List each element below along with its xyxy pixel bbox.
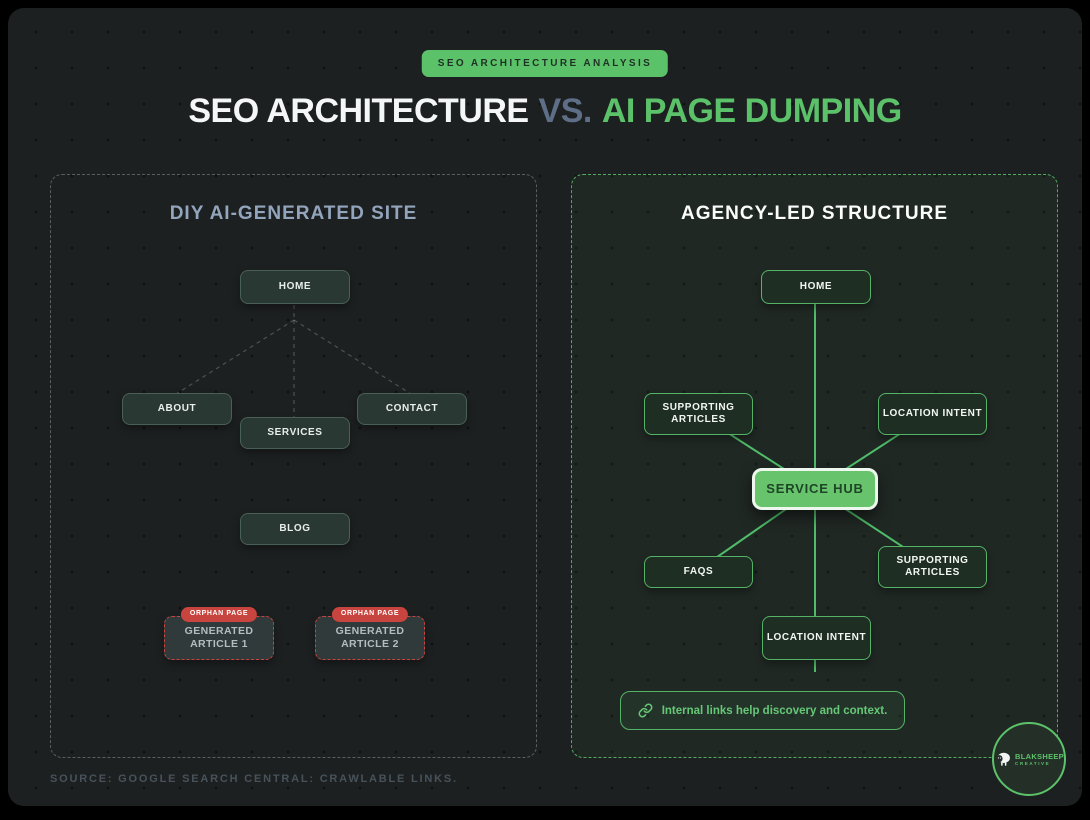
node-supporting-articles-bottom: SUPPORTING ARTICLES bbox=[878, 546, 987, 588]
blaksheep-logo: BLAKSHEEP CREATIVE bbox=[992, 722, 1066, 796]
node-about: ABOUT bbox=[122, 393, 232, 425]
node-supporting-articles-top: SUPPORTING ARTICLES bbox=[644, 393, 753, 435]
node-generated-article-2: ORPHAN PAGE GENERATED ARTICLE 2 bbox=[315, 607, 425, 660]
top-badge: SEO ARCHITECTURE ANALYSIS bbox=[421, 50, 669, 77]
link-chain-icon bbox=[638, 703, 653, 718]
logo-name: BLAKSHEEP bbox=[1015, 751, 1064, 761]
green-connector-lines bbox=[696, 303, 933, 672]
source-citation: SOURCE: GOOGLE SEARCH CENTRAL: CRAWLABLE… bbox=[50, 773, 458, 785]
node-faqs: FAQS bbox=[644, 556, 753, 588]
right-panel-title: AGENCY-LED STRUCTURE bbox=[680, 203, 948, 224]
node-home-left: HOME bbox=[240, 270, 350, 304]
node-location-intent-bottom: LOCATION INTENT bbox=[762, 616, 871, 660]
node-home-right: HOME bbox=[761, 270, 871, 304]
node-blog: BLOG bbox=[240, 513, 350, 545]
orphan-page-badge: ORPHAN PAGE bbox=[180, 607, 258, 622]
node-contact: CONTACT bbox=[357, 393, 467, 425]
note-text: Internal links help discovery and contex… bbox=[661, 704, 888, 717]
node-location-intent-top: LOCATION INTENT bbox=[878, 393, 987, 435]
logo-tagline: CREATIVE bbox=[1015, 760, 1051, 766]
logo-wordmark: BLAKSHEEP CREATIVE bbox=[1015, 752, 1064, 766]
orphan-article-2-label: GENERATED ARTICLE 2 bbox=[335, 624, 405, 650]
node-generated-article-1: ORPHAN PAGE GENERATED ARTICLE 1 bbox=[164, 607, 274, 660]
title-ai-page-dumping: AI PAGE DUMPING bbox=[601, 92, 902, 130]
dashed-connector-lines bbox=[175, 305, 412, 417]
diy-site-panel: DIY AI-GENERATED SITE HOME ABOUT SERVICE… bbox=[50, 174, 537, 758]
node-service-hub: SERVICE HUB bbox=[752, 468, 878, 510]
left-panel-title: DIY AI-GENERATED SITE bbox=[169, 203, 418, 224]
infographic-card: SEO ARCHITECTURE ANALYSIS SEO ARCHITECTU… bbox=[8, 8, 1082, 806]
internal-links-note: Internal links help discovery and contex… bbox=[620, 691, 905, 730]
title-vs: VS. bbox=[538, 92, 593, 130]
orphan-page-badge: ORPHAN PAGE bbox=[331, 607, 409, 622]
title-seo-architecture: SEO ARCHITECTURE bbox=[188, 92, 529, 130]
node-services: SERVICES bbox=[240, 417, 350, 449]
orphan-article-1-label: GENERATED ARTICLE 1 bbox=[184, 624, 254, 650]
sheep-icon bbox=[996, 752, 1010, 766]
agency-structure-panel: AGENCY-LED STRUCTURE HOME SUPPORTING ART… bbox=[571, 174, 1058, 758]
